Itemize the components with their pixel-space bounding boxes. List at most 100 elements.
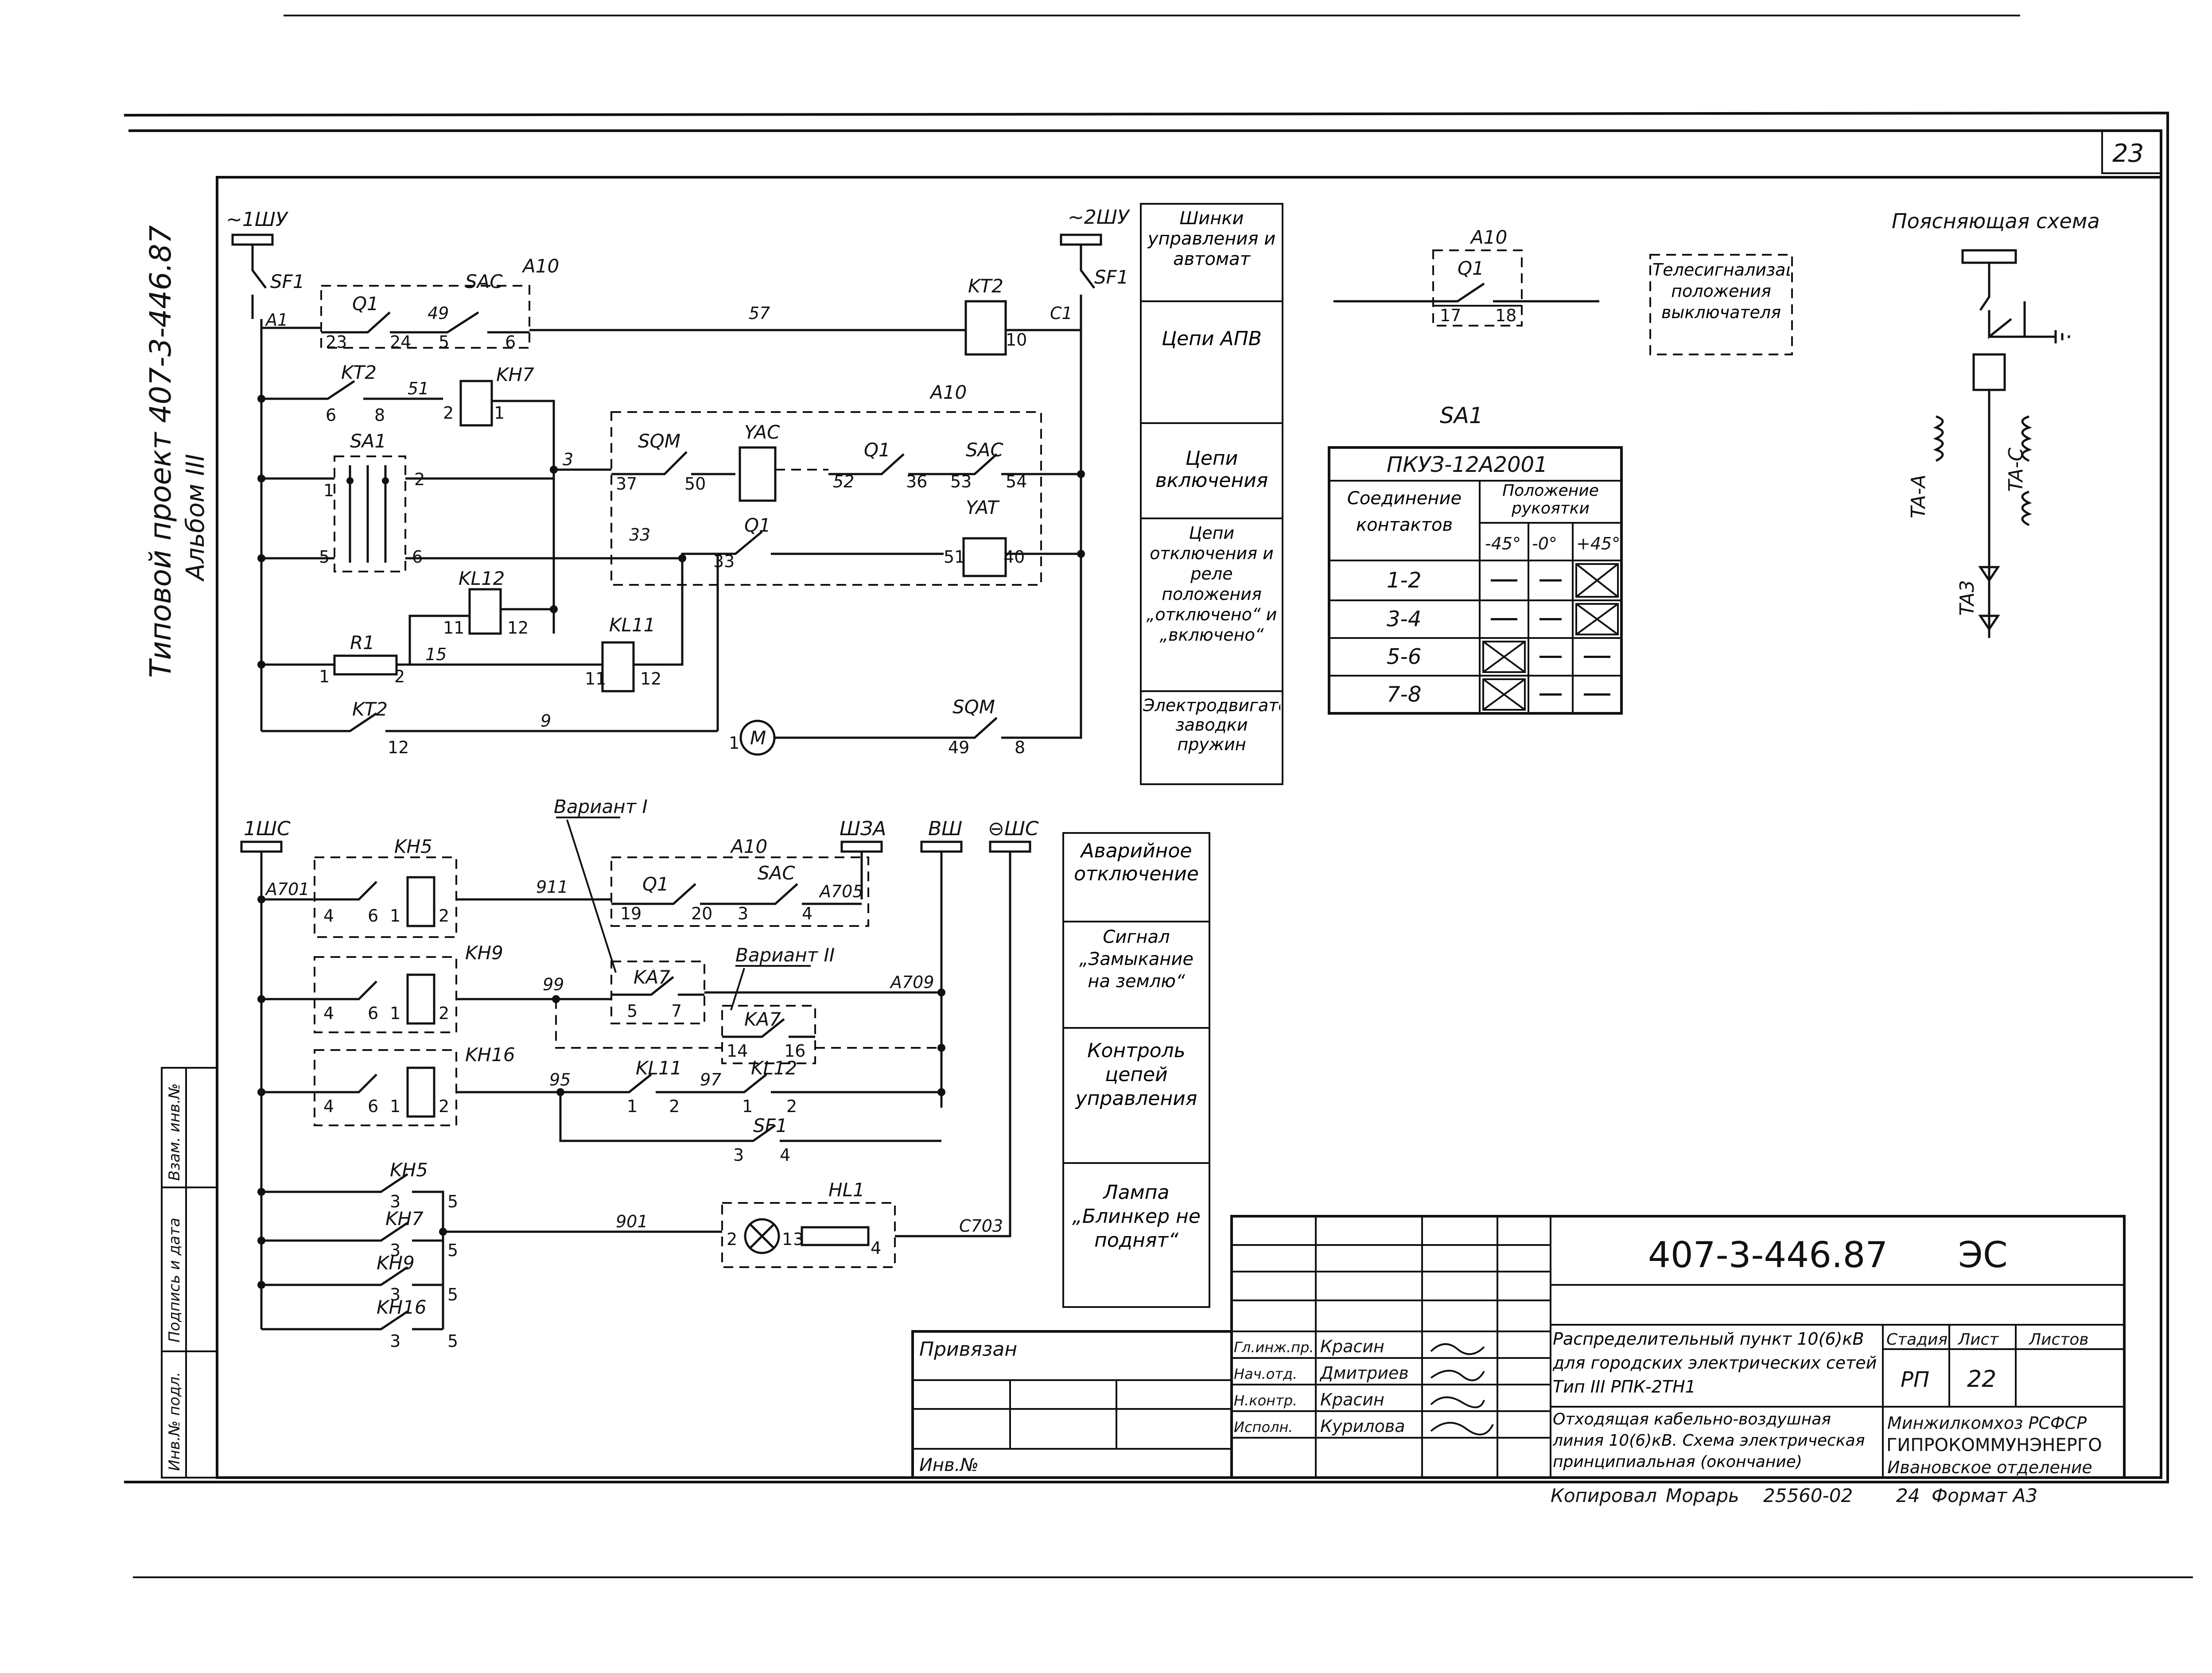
hl1-label: HL1 [828, 1179, 865, 1201]
n1-kh7: 1 [494, 403, 505, 423]
n1-kh16: 1 [390, 1097, 400, 1116]
role-2: Н.контр. [1234, 1392, 1297, 1409]
kh16-contact-label: KH16 [377, 1296, 427, 1318]
wire-99-label: 99 [543, 975, 564, 994]
kh7-contact-label: KH7 [385, 1208, 424, 1229]
q1-row1-label: Q1 [352, 293, 379, 315]
n40-yat: 40 [1003, 547, 1025, 567]
wire-33-label: 33 [629, 525, 650, 545]
section-trip-label: Цепи отключения и реле положения „отключ… [1146, 523, 1277, 645]
q1-row4-label: Q1 [744, 514, 771, 536]
telesignal-a10-label: A10 [1469, 226, 1507, 248]
kt2-row5-label: KT2 [352, 698, 388, 720]
n1-kl11: 1 [627, 1097, 638, 1116]
n5-kh7c: 5 [447, 1241, 458, 1260]
a10-block-label: A10 [929, 381, 967, 403]
kt2-row1-label: KT2 [968, 275, 1003, 297]
sa1-pos-head: Положение рукоятки [1502, 482, 1599, 517]
n5-row1: 5 [439, 332, 449, 352]
a10-row1-label: A10 [521, 255, 559, 277]
n4-kh9: 4 [323, 1004, 334, 1023]
doc-code: ЭС [1958, 1234, 2008, 1276]
n36: 36 [906, 472, 927, 491]
n4-hl1: 4 [871, 1238, 881, 1258]
org-2: ГИПРОКОММУНЭНЕРГО [1886, 1435, 2102, 1455]
side-stamp-sign: Подпись и дата [166, 1218, 183, 1342]
wire-95-label: 95 [549, 1070, 571, 1089]
n6-kh9: 6 [368, 1004, 378, 1023]
org-3: Ивановское отделение [1887, 1458, 2092, 1477]
n1-sa1: 1 [323, 481, 334, 500]
wire-a701-label: A701 [264, 879, 310, 899]
sac-row1-label: SAC [465, 271, 503, 292]
n8-row2: 8 [374, 405, 385, 425]
footer-format: Формат А3 [1932, 1485, 2037, 1506]
sa1-cross-mark [1575, 603, 1619, 635]
section-bus-label: Шинки управления и автомат [1147, 208, 1276, 269]
inv-label: Инв.№ [919, 1455, 979, 1475]
sheet-frame: 23 [124, 15, 2193, 1578]
n1-m: 1 [729, 733, 739, 753]
sa1-pos-0: -0° [1532, 534, 1557, 553]
section-column-top: Шинки управления и автомат Цепи АПВ Цепи… [1140, 203, 1283, 785]
n3-kh7c: 3 [390, 1241, 400, 1260]
sa1-contact-table: SA1 ПКУЗ-12А2001 Соединение контактов По… [1328, 403, 1623, 715]
n3-kh16c: 3 [390, 1331, 400, 1351]
q1-row3-label: Q1 [864, 439, 890, 461]
wire-57-label: 57 [749, 303, 770, 323]
sa1-col-head: Соединение контактов [1347, 488, 1462, 535]
kh16-label: KH16 [465, 1044, 515, 1066]
n10-row1: 10 [1006, 330, 1027, 350]
side-stamp: Инв.№ подл. Подпись и дата Взам. инв.№ [161, 1067, 218, 1478]
side-title: Типовой проект 407-3-446.87 Альбом III [144, 225, 210, 678]
n2-kh7: 2 [443, 403, 454, 423]
n4-kh16: 4 [323, 1097, 334, 1116]
n23-row1: 23 [326, 332, 347, 352]
n4-sf1: 4 [780, 1145, 790, 1165]
wire-15-label: 15 [425, 645, 447, 664]
telesignal-q1-label: Q1 [1458, 257, 1484, 279]
n3-sf1: 3 [733, 1145, 744, 1165]
kl11-sig-label: KL11 [636, 1057, 682, 1079]
explain-ta-c: TA-C [2005, 447, 2027, 492]
wire-901-label: 901 [616, 1212, 648, 1231]
wire-9-label: 9 [540, 711, 551, 731]
sa1-cross-mark [1482, 641, 1526, 673]
bus-2shu-label: ~2ШУ [1068, 206, 1131, 229]
explain-title: Поясняющая схема [1892, 209, 2100, 233]
wire-911-label: 911 [536, 877, 568, 897]
bus-vsh-label: ВШ [928, 817, 962, 840]
n49-row1: 49 [428, 303, 449, 323]
sf1-left-label: SF1 [270, 271, 305, 292]
footer-name: Морарь [1666, 1485, 1739, 1506]
n8-sqm: 8 [1015, 738, 1025, 757]
org-1: Минжилкомхоз РСФСР [1887, 1413, 2087, 1433]
section-earth-label: Сигнал „Замыкание на землю“ [1079, 927, 1194, 992]
section-control-label: Контроль цепей управления [1075, 1039, 1197, 1110]
n11-kl12: 11 [443, 618, 464, 638]
n3-hl1: 3 [793, 1229, 804, 1249]
sa1-table-type: ПКУЗ-12А2001 [1387, 452, 1548, 477]
name-0: Красин [1320, 1337, 1384, 1356]
section-motor-label: Электродвигатель заводки пружин [1143, 696, 1280, 754]
wire-3-label: 3 [563, 450, 573, 469]
doc-number: 407-3-446.87 [1648, 1234, 1888, 1276]
sac-sig-label: SAC [758, 862, 795, 884]
sa1-table-title: SA1 [1440, 403, 1483, 428]
name-2: Красин [1320, 1390, 1384, 1409]
n3-sac: 3 [738, 904, 748, 923]
sheet-number: 23 [2112, 139, 2144, 168]
wire-51-label: 51 [408, 379, 429, 398]
kl11-coil-label: KL11 [609, 614, 655, 636]
n5-kh5c: 5 [447, 1192, 458, 1211]
sqm-row3-label: SQM [638, 430, 680, 452]
n16-ka7: 16 [784, 1041, 805, 1061]
sheets-header: Листов [2028, 1331, 2088, 1349]
sa1-cross-box [1482, 641, 1526, 673]
n6-row1: 6 [505, 332, 516, 352]
n6-row2: 6 [326, 405, 336, 425]
n37: 37 [616, 474, 637, 494]
n2-kl11: 2 [669, 1097, 680, 1116]
n7-ka7: 7 [671, 1001, 682, 1021]
